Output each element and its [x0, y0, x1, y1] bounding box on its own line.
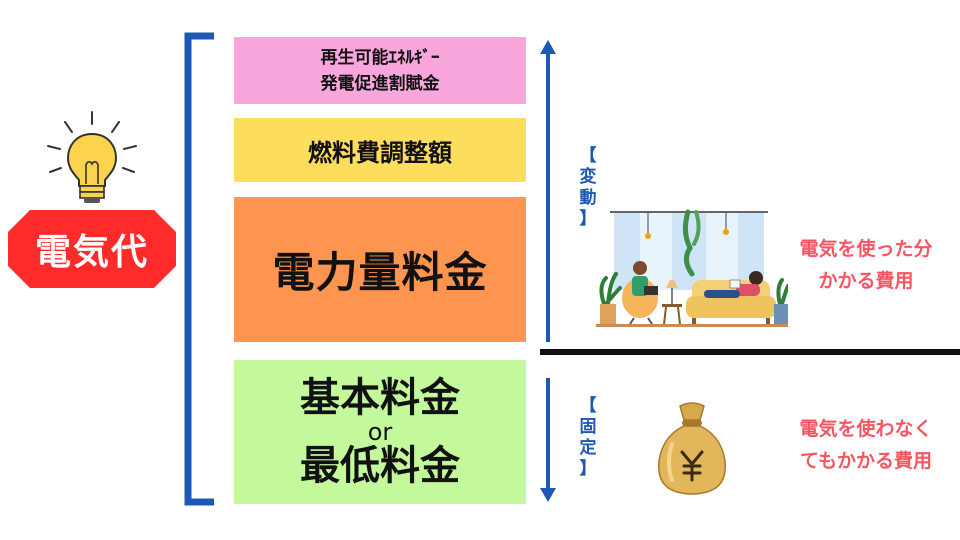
renewable-line2: 発電促進割賦金 [320, 73, 440, 94]
variable-note: 電気を使った分 かかる費用 [799, 238, 933, 292]
badge-shape [8, 210, 176, 288]
up-arrow-icon [540, 40, 556, 342]
renewable-energy-surcharge-box: 再生可能ｴﾈﾙｷﾞｰ 発電促進割賦金 [234, 37, 526, 104]
down-arrow-icon [540, 378, 556, 502]
basic-charge-box: 基本料金 or 最低料金 [234, 360, 526, 504]
divider-line [540, 349, 960, 355]
badge-label: 電気代 [34, 232, 149, 273]
energy-label: 電力量料金 [272, 248, 488, 297]
fixed-note: 電気を使わなく てもかかる費用 [799, 418, 933, 472]
variable-label: 【 変 動 】 [579, 146, 597, 229]
basic-label: 基本料金 [300, 375, 460, 421]
energy-charge-box: 電力量料金 [234, 197, 526, 342]
fuel-label: 燃料費調整額 [308, 138, 452, 167]
or-label: or [367, 418, 393, 446]
lightbulb-icon [47, 111, 137, 203]
yen-money-bag-icon [658, 402, 726, 495]
living-room-illustration [596, 209, 788, 327]
minimum-label: 最低料金 [300, 443, 460, 489]
fuel-adjustment-box: 燃料費調整額 [234, 118, 526, 182]
fixed-label: 【 固 定 】 [579, 396, 597, 479]
bracket [184, 32, 214, 506]
renewable-line1: 再生可能ｴﾈﾙｷﾞｰ [320, 47, 440, 68]
